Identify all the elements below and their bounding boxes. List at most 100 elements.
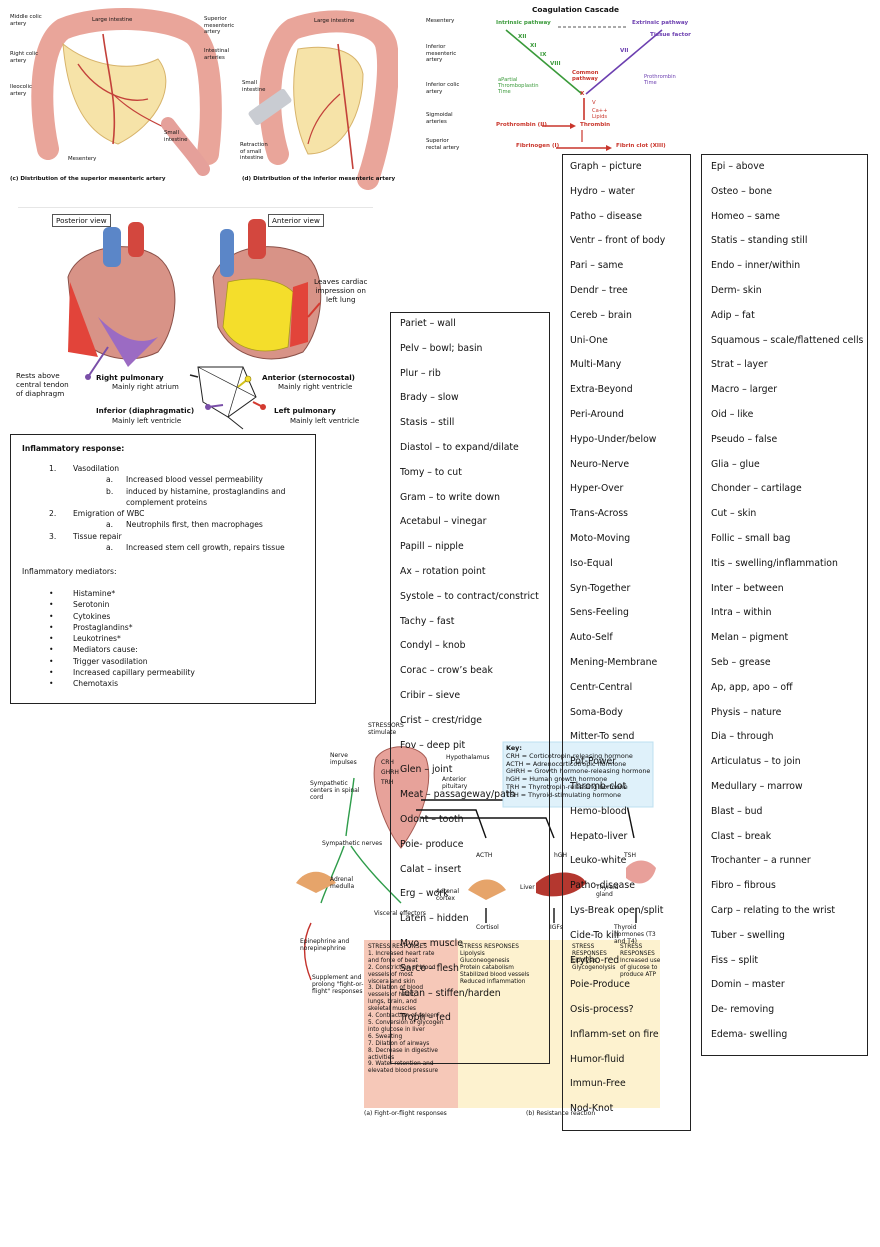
- list-item: Plur – rib: [400, 367, 441, 379]
- caption-inferior-mesenteric: (d) Distribution of the inferior mesente…: [242, 176, 396, 182]
- list-item: Hyper-Over: [570, 483, 624, 495]
- list-item: Patho – disease: [570, 210, 642, 222]
- rests-above-label: Rests above central tendon of diaphragm: [16, 371, 69, 398]
- step-row: 3.Tissue repair: [49, 531, 122, 541]
- label-superior-rectal: Superior rectal artery: [426, 138, 460, 151]
- coagulation-cascade-figure: Coagulation Cascade Intrinsic pathway Ex…: [494, 2, 718, 152]
- thyroid-hormones-label: Thyroid hormones (T3 and T4): [614, 924, 656, 945]
- list-item: Mening-Membrane: [570, 656, 658, 668]
- sympathetic-centers-label: Sympathetic centers in spinal cord: [310, 780, 360, 801]
- fibrin-clot: Fibrin clot (XIII): [616, 143, 666, 149]
- hormone-abbrevs: CRH GHRH TRH: [381, 759, 399, 786]
- ptt-label: aPartial Thromboplastin Time: [498, 77, 539, 95]
- list-item: Cribir – sieve: [400, 689, 461, 701]
- caption-resistance: (b) Resistance reaction: [526, 1110, 596, 1117]
- caption-superior-mesenteric: (c) Distribution of the superior mesente…: [10, 176, 166, 182]
- list-item: Squamous – scale/flattened cells: [711, 334, 864, 346]
- factor-viii: VIII: [550, 61, 561, 67]
- list-item: Tachy – fast: [400, 615, 455, 627]
- list-item: Ap, app, apo – off: [711, 681, 793, 693]
- label-retraction: Retraction of small intestine: [240, 142, 268, 161]
- word-roots-box-1: [390, 312, 550, 1064]
- intrinsic-pathway: Intrinsic pathway: [496, 20, 551, 26]
- label-mesentery: Mesentery: [68, 156, 97, 162]
- substep-row: complement proteins: [126, 497, 208, 507]
- step-row: 2.Emigration of WBC: [49, 509, 145, 519]
- label-large-intestine-a: Large intestine: [92, 17, 133, 23]
- tissue-factor: Tissue factor: [650, 32, 691, 38]
- list-item: Strat – layer: [711, 359, 768, 371]
- pituitary-label: Anterior pituitary: [442, 776, 468, 790]
- list-item: Laten – hidden: [400, 913, 469, 925]
- list-item: Medullary – marrow: [711, 780, 803, 792]
- ca-lipids: Ca++ Lipids: [592, 108, 608, 120]
- list-item: Hypo-Under/below: [570, 433, 657, 445]
- list-item: Troph – fed: [400, 1012, 451, 1024]
- list-item: Tetan – stiffen/harden: [400, 987, 501, 999]
- label-inferior-colic: Inferior colic artery: [426, 82, 460, 95]
- list-item: Stasis – still: [400, 417, 455, 429]
- factor-ix: IX: [540, 52, 547, 58]
- list-item: Intra – within: [711, 607, 772, 619]
- tsh-label: TSH: [624, 852, 636, 859]
- supplement-label: Supplement and prolong "fight-or-flight"…: [312, 974, 364, 995]
- list-item: Extra-Beyond: [570, 384, 633, 396]
- list-item: Thromb-clot: [570, 780, 627, 792]
- list-item: •Mediators cause:: [49, 645, 138, 655]
- list-item: Osteo – bone: [711, 185, 772, 197]
- list-item: Poie-Produce: [570, 979, 630, 991]
- left-pulmonary-label: Left pulmonary: [274, 406, 336, 415]
- igfs-label: IGFs: [550, 924, 563, 931]
- list-item: •Prostaglandins*: [49, 622, 133, 632]
- list-item: Ventr – front of body: [570, 235, 666, 247]
- word-roots-box-3: [701, 154, 868, 1056]
- nerve-impulses-label: Nerve impulses: [330, 752, 357, 766]
- list-item: Erytho-red: [570, 954, 620, 966]
- list-item: •Increased capillary permeability: [49, 668, 195, 678]
- list-item: Glia – glue: [711, 458, 760, 470]
- list-item: Tuber – swelling: [711, 929, 785, 941]
- resistance-responses-cortisol: STRESS RESPONSES Lipolysis Gluconeogenes…: [460, 944, 530, 985]
- list-item: Osis-process?: [570, 1004, 634, 1016]
- list-item: •Trigger vasodilation: [49, 656, 148, 666]
- fibrinogen: Fibrinogen (I): [516, 143, 560, 149]
- list-item: Soma-Body: [570, 706, 623, 718]
- list-item: •Histamine*: [49, 589, 116, 598]
- list-item: Humor-fluid: [570, 1053, 625, 1065]
- list-item: Blast – bud: [711, 805, 763, 817]
- list-item: De- removing: [711, 1004, 775, 1016]
- list-item: Erg – work: [400, 888, 449, 900]
- list-item: Pariet – wall: [400, 318, 456, 329]
- label-small-intestine-a: Small intestine: [164, 130, 188, 143]
- list-item: Carp – relating to the wrist: [711, 904, 836, 916]
- factor-xi: XI: [530, 43, 537, 49]
- list-item: Homeo – same: [711, 210, 781, 222]
- list-item: Myo – muscle: [400, 937, 463, 949]
- list-item: Condyl – knob: [400, 640, 466, 652]
- list-item: •Cytokines: [49, 611, 111, 621]
- list-item: •Chemotaxis: [49, 679, 119, 689]
- list-item: Uni-One: [570, 334, 608, 346]
- label-large-intestine-b: Large intestine: [314, 18, 355, 24]
- list-item: Hemo-blood: [570, 805, 627, 817]
- list-item: Macro – larger: [711, 384, 778, 396]
- acth-label: ACTH: [476, 852, 493, 859]
- list-item: Edema- swelling: [711, 1028, 788, 1040]
- list-item: Crist – crest/ridge: [400, 714, 482, 726]
- list-item: Auto-Self: [570, 632, 613, 644]
- anterior-surface-label: Anterior (sternocostal): [262, 373, 355, 382]
- caption-fight-or-flight: (a) Fight-or-flight responses: [364, 1110, 447, 1117]
- list-item: Syn-Together: [570, 582, 631, 594]
- inferior-surface-sub: Mainly left ventricle: [112, 417, 182, 425]
- factor-vii: VII: [620, 48, 629, 54]
- list-item: Statis – standing still: [711, 235, 808, 247]
- list-item: Tomy – to cut: [400, 466, 462, 478]
- label-mesentery-right: Mesentery: [426, 18, 455, 24]
- list-item: Oid – like: [711, 408, 754, 420]
- list-item: Itis – swelling/inflammation: [711, 557, 838, 569]
- list-item: Moto-Moving: [570, 532, 631, 544]
- coagulation-title: Coagulation Cascade: [532, 5, 620, 14]
